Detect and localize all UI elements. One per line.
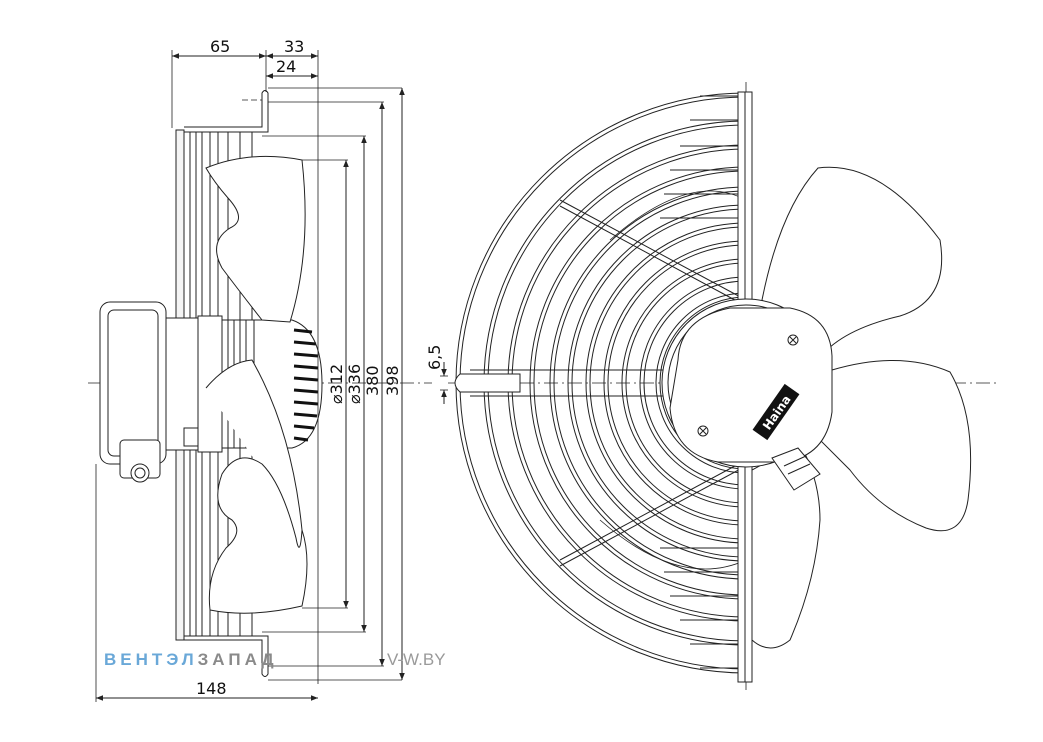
dim-24: 24: [276, 57, 296, 76]
dim-33: 33: [284, 37, 304, 56]
mounting-slot: [454, 373, 521, 393]
watermark-site: V-W.BY: [387, 650, 446, 669]
blade-side-upper: [205, 155, 306, 323]
dim-65: 65: [210, 37, 230, 56]
cable-gland-front: [771, 447, 821, 491]
dim-398: 398: [383, 365, 402, 396]
terminal-box-front: [669, 307, 833, 463]
side-view: [88, 50, 432, 702]
dim-148: 148: [196, 679, 227, 698]
blade-front-right: [819, 360, 972, 532]
blade-front-upper: [761, 166, 943, 361]
watermark-brand-part2: ЗАПАД: [197, 650, 278, 669]
blade-side-lower: [205, 359, 308, 614]
mount-bracket-bottom: [184, 635, 269, 677]
blade-front-lower: [751, 443, 821, 649]
dim-380: 380: [363, 365, 382, 396]
dim-dia-312: ⌀312: [327, 364, 346, 404]
watermark-brand: ВЕНТЭЛЗАПАД: [104, 650, 278, 670]
dim-6-5: 6,5: [425, 345, 444, 370]
mount-bracket-top: [184, 90, 269, 133]
watermark-brand-part1: ВЕНТЭЛ: [104, 650, 198, 669]
motor-flange: [165, 317, 199, 451]
dim-dia-336: ⌀336: [345, 364, 364, 404]
front-view: [440, 82, 1000, 690]
